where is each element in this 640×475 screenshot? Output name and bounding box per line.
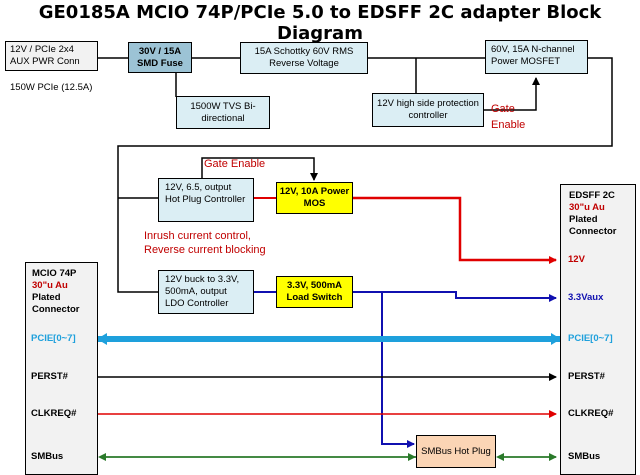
- right-connector-name: EDSFF 2C: [569, 190, 615, 201]
- high-side-controller: 12V high side protection controller: [372, 93, 484, 127]
- gate-enable-label-2: Gate Enable: [204, 158, 266, 170]
- left-signal-smbus: SMBus: [31, 451, 64, 462]
- buck-ldo-controller: 12V buck to 3.3V, 500mA, output LDO Cont…: [158, 270, 254, 314]
- left-signal-perst: PERST#: [31, 371, 68, 382]
- fuse-block: 30V / 15A SMD Fuse: [128, 42, 192, 73]
- right-signal-12v: 12V: [568, 254, 585, 265]
- hot-plug-controller: 12V, 6.5, output Hot Plug Controller: [158, 178, 254, 222]
- aux-power-note: 150W PCIe (12.5A): [10, 82, 93, 93]
- left-signal-pcie: PCIE[0~7]: [31, 333, 76, 344]
- gate-enable-arrow-2: [201, 157, 318, 181]
- page-title: GE0185A MCIO 74P/PCIe 5.0 to EDSFF 2C ad…: [38, 2, 602, 44]
- aux-power-connector: 12V / PCIe 2x4 AUX PWR Conn: [5, 41, 98, 71]
- mosfet-block: 60V, 15A N-channel Power MOSFET: [485, 40, 588, 74]
- power-mos-block: 12V, 10A Power MOS: [276, 182, 353, 214]
- right-signal-perst: PERST#: [568, 371, 605, 382]
- wire-12v-out: [353, 196, 557, 264]
- tvs-block: 1500W TVS Bi-directional: [176, 96, 270, 129]
- inrush-note: Inrush current control, Reverse current …: [144, 230, 266, 256]
- left-connector-plating: 30"u Au: [32, 280, 68, 291]
- right-signal-pcie: PCIE[0~7]: [568, 333, 613, 344]
- right-connector-edsff: EDSFF 2C 30"u Au Plated Connector: [560, 184, 636, 475]
- left-signal-clkreq: CLKREQ#: [31, 408, 77, 419]
- left-connector-name: MCIO 74P: [32, 268, 77, 279]
- gate-enable-arrow-1: [484, 77, 540, 111]
- wire-3v3-smbus: [381, 292, 415, 448]
- load-switch-block: 3.3V, 500mA Load Switch: [276, 276, 353, 308]
- schottky-block: 15A Schottky 60V RMS Reverse Voltage: [240, 42, 368, 74]
- right-signal-smbus: SMBus: [568, 451, 601, 462]
- left-connector-mcio: MCIO 74P 30"u Au Plated Connector: [25, 262, 98, 475]
- right-signal-clkreq: CLKREQ#: [568, 408, 614, 419]
- right-signal-3v3aux: 3.3Vaux: [568, 292, 604, 303]
- left-connector-type: Plated Connector: [32, 292, 80, 315]
- wire-12v-bus: [117, 57, 613, 293]
- right-connector-plating: 30"u Au: [569, 202, 605, 213]
- gate-enable-label-1: Gate Enable: [491, 103, 526, 131]
- right-connector-type: Plated Connector: [569, 214, 617, 237]
- smbus-hot-plug: SMBus Hot Plug: [416, 435, 496, 468]
- wire-3v3-out: [353, 291, 557, 302]
